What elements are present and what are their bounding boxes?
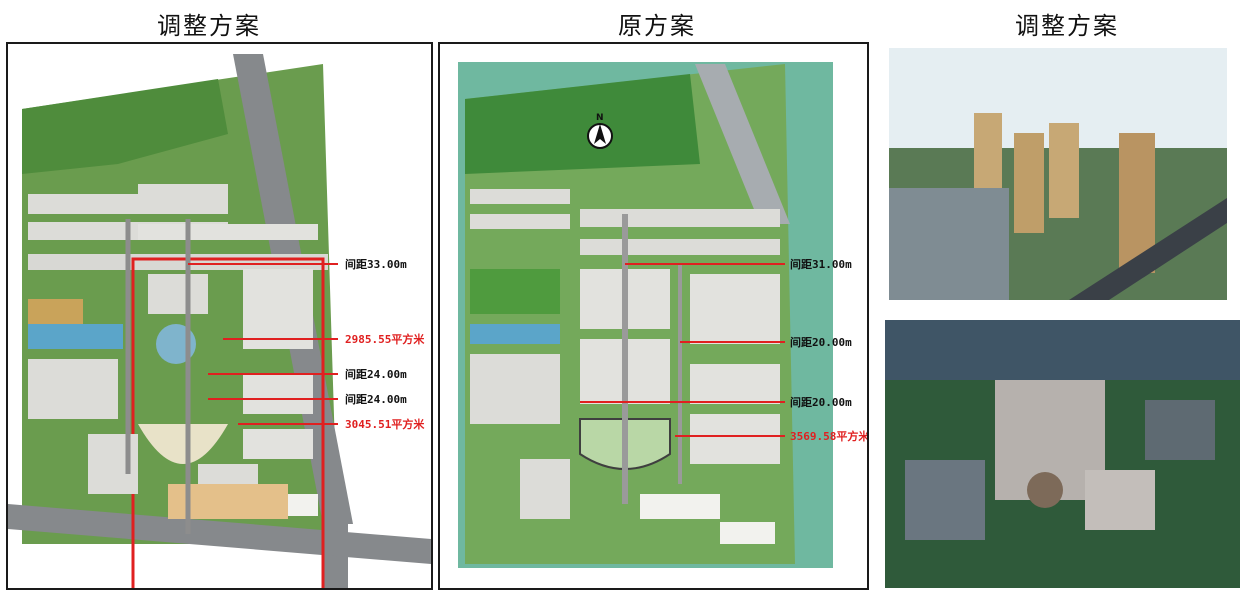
left-annotation-3: 间距24.00m [345, 368, 407, 381]
rendering-aerial-view [885, 320, 1240, 588]
middle-annotation-1: 间距31.00m [790, 258, 852, 271]
middle-annotation-4: 3569.58平方米 [790, 429, 867, 443]
title-middle: 原方案 [618, 12, 696, 40]
left-annotation-2: 2985.55平方米 [345, 332, 425, 346]
adjusted-site-plan-panel: 间距33.00m 2985.55平方米 间距24.00m 间距24.00m 30… [6, 42, 433, 590]
left-annotation-1: 间距33.00m [345, 258, 407, 271]
adjusted-site-plan: 间距33.00m 2985.55平方米 间距24.00m 间距24.00m 30… [8, 54, 431, 588]
original-site-plan-panel: N 间距31.00m 间距20.00m 间距20.00m 3569.58平方米 [438, 42, 869, 590]
middle-annotation-3: 间距20.00m [790, 396, 852, 409]
rendering-day-view [889, 48, 1227, 300]
north-label: N [596, 113, 604, 123]
left-annotation-4: 间距24.00m [345, 393, 407, 406]
title-left: 调整方案 [157, 12, 261, 40]
title-right: 调整方案 [1015, 12, 1119, 40]
original-site-plan: N 间距31.00m 间距20.00m 间距20.00m 3569.58平方米 [458, 62, 867, 568]
left-annotation-5: 3045.51平方米 [345, 417, 425, 431]
middle-annotation-2: 间距20.00m [790, 336, 852, 349]
